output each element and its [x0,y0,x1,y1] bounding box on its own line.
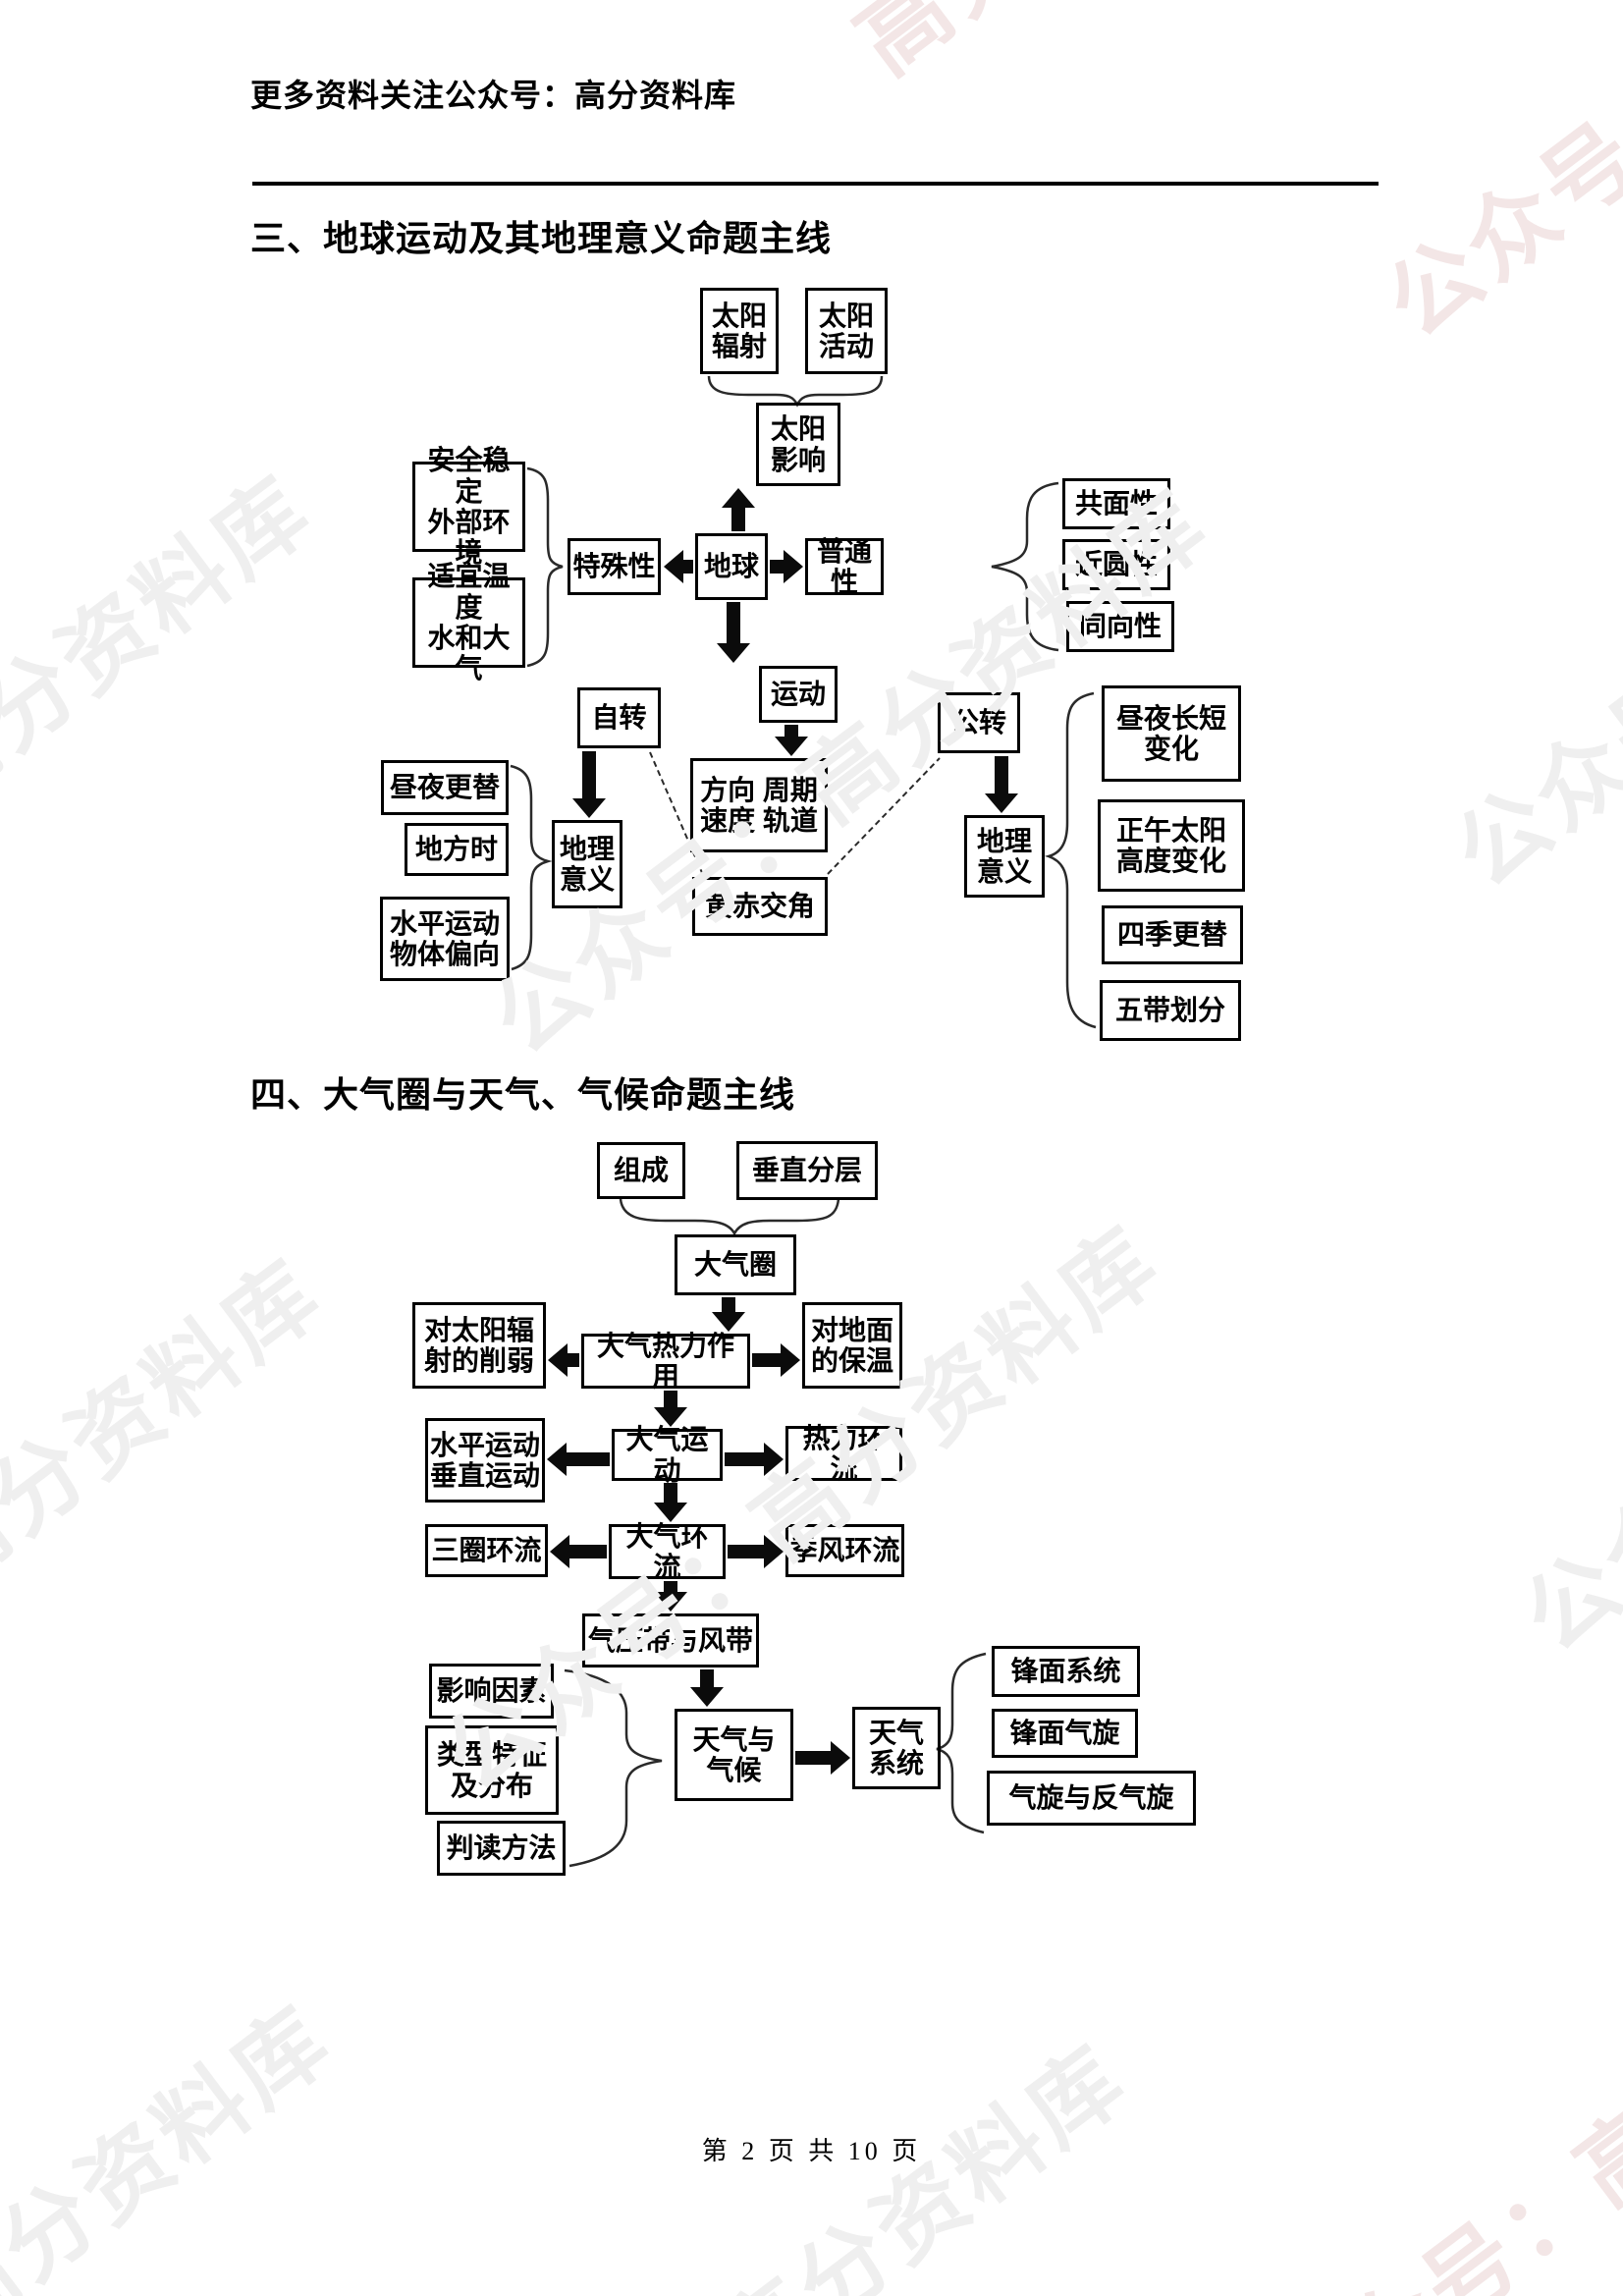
box-same-direction: 同向性 [1066,601,1174,652]
box-solar-activity: 太阳 活动 [805,288,888,374]
box-five-zones: 五带划分 [1100,980,1241,1041]
box-near-circularity: 近圆性 [1062,539,1170,590]
arrow-thermal-to-insulation [752,1343,800,1377]
box-ecliptic-angle: 黄赤交角 [692,877,828,936]
box-composition: 组成 [597,1142,685,1199]
brace-geo-meaning-left [510,764,553,971]
box-geo-meaning-left: 地理 意义 [552,820,622,908]
arrow-thermal-to-motion [651,1391,690,1427]
box-atmospheric-motion: 大气运动 [612,1424,723,1486]
arrow-earth-to-motion [714,602,753,663]
arrow-earth-to-specialness [664,550,693,583]
box-weaken-solar: 对太阳辐 射的削弱 [412,1302,546,1389]
box-four-seasons: 四季更替 [1102,905,1243,964]
arrow-atmosphere-to-thermal [709,1297,748,1332]
arrow-circulation-to-monsoon [728,1535,784,1568]
arrow-motion-to-circulation [651,1483,690,1522]
box-motion: 运动 [759,666,838,723]
arrow-rotation-to-geo-meaning [569,751,609,818]
box-monsoon: 季风环流 [785,1524,904,1577]
box-type-distribution: 类型特征 及分布 [425,1725,559,1815]
box-pressure-wind-belts: 气压带与风带 [582,1613,759,1667]
arrow-circulation-to-three-cell [550,1535,607,1568]
arrow-earth-to-commonness [770,550,803,583]
box-weather-climate: 天气与 气候 [675,1709,793,1801]
box-front-system: 锋面系统 [992,1646,1140,1697]
box-front-cyclone: 锋面气旋 [992,1709,1138,1758]
header-divider [252,182,1379,186]
box-revolution: 公转 [938,692,1020,753]
page-number: 第 2 页 共 10 页 [701,2137,922,2165]
box-commonness: 普通性 [805,536,884,597]
arrow-motion-to-horizontal-vertical [547,1443,610,1476]
box-geo-meaning-right: 地理 意义 [964,815,1045,898]
box-day-night-length: 昼夜长短 变化 [1102,685,1241,782]
brace-commonness [991,481,1059,652]
box-safe-stable-env: 安全稳定 外部环境 [412,445,525,568]
box-solar-radiation: 太阳 辐射 [700,288,779,374]
box-vertical-layers: 垂直分层 [736,1141,878,1200]
box-specialness: 特殊性 [568,538,661,595]
box-earth: 地球 [695,533,768,600]
box-solar-influence: 太阳 影响 [756,403,840,486]
box-suitable-temp: 适宜温度 水和大气 [412,561,525,683]
arrow-earth-to-solar-influence [719,488,758,531]
arrow-circulation-to-pressure-belts [651,1581,690,1612]
box-horizontal-vertical: 水平运动 垂直运动 [425,1418,545,1503]
box-cyclone-anticyclone: 气旋与反气旋 [987,1771,1196,1826]
link-rotation-ecliptic [649,751,704,876]
box-interpretation: 判读方法 [437,1821,566,1876]
section-title-4: 四、大气圈与天气、气候命题主线 [250,1074,796,1115]
arrow-revolution-to-geo-meaning [982,756,1021,813]
box-atmospheric-circulation: 大气环流 [609,1521,726,1582]
box-thermal-circulation: 热力环流 [785,1423,902,1484]
box-coplanarity: 共面性 [1062,478,1170,529]
section-title-3: 三、地球运动及其地理意义命题主线 [250,218,833,258]
brace-atmosphere-top [619,1198,840,1236]
arrow-motion-to-attributes [772,725,811,756]
box-local-time: 地方时 [405,823,509,876]
box-rotation: 自转 [577,687,661,748]
arrow-motion-to-thermal-circulation [725,1443,784,1476]
arrow-thermal-to-weaken [548,1343,579,1377]
box-atmosphere: 大气圈 [675,1234,796,1295]
brace-weather-climate-left [564,1668,663,1868]
brace-specialness [526,466,564,668]
box-motion-attributes: 方向 周期 速度 轨道 [690,758,828,852]
arrow-weather-climate-to-weather-system [795,1741,850,1775]
link-ecliptic-revolution [827,757,941,875]
box-day-night-alternation: 昼夜更替 [381,760,509,815]
box-weather-system: 天气 系统 [852,1707,941,1789]
box-horizontal-deflection: 水平运动 物体偏向 [380,897,510,981]
box-noon-sun-altitude: 正午太阳 高度变化 [1098,799,1245,892]
header-promo-text: 更多资料关注公众号：高分资料库 [250,78,737,113]
box-three-cell: 三圈环流 [425,1524,548,1577]
box-influencing-factors: 影响因素 [429,1664,554,1719]
arrow-pressure-belts-to-weather-climate [687,1669,727,1707]
brace-geo-meaning-right [1044,691,1097,1029]
box-ground-insulation: 对地面 的保温 [802,1302,902,1389]
brace-weather-system-right [936,1652,987,1834]
brace-sun-to-influence [707,375,884,408]
box-thermal-effect: 大气热力作用 [581,1331,750,1392]
